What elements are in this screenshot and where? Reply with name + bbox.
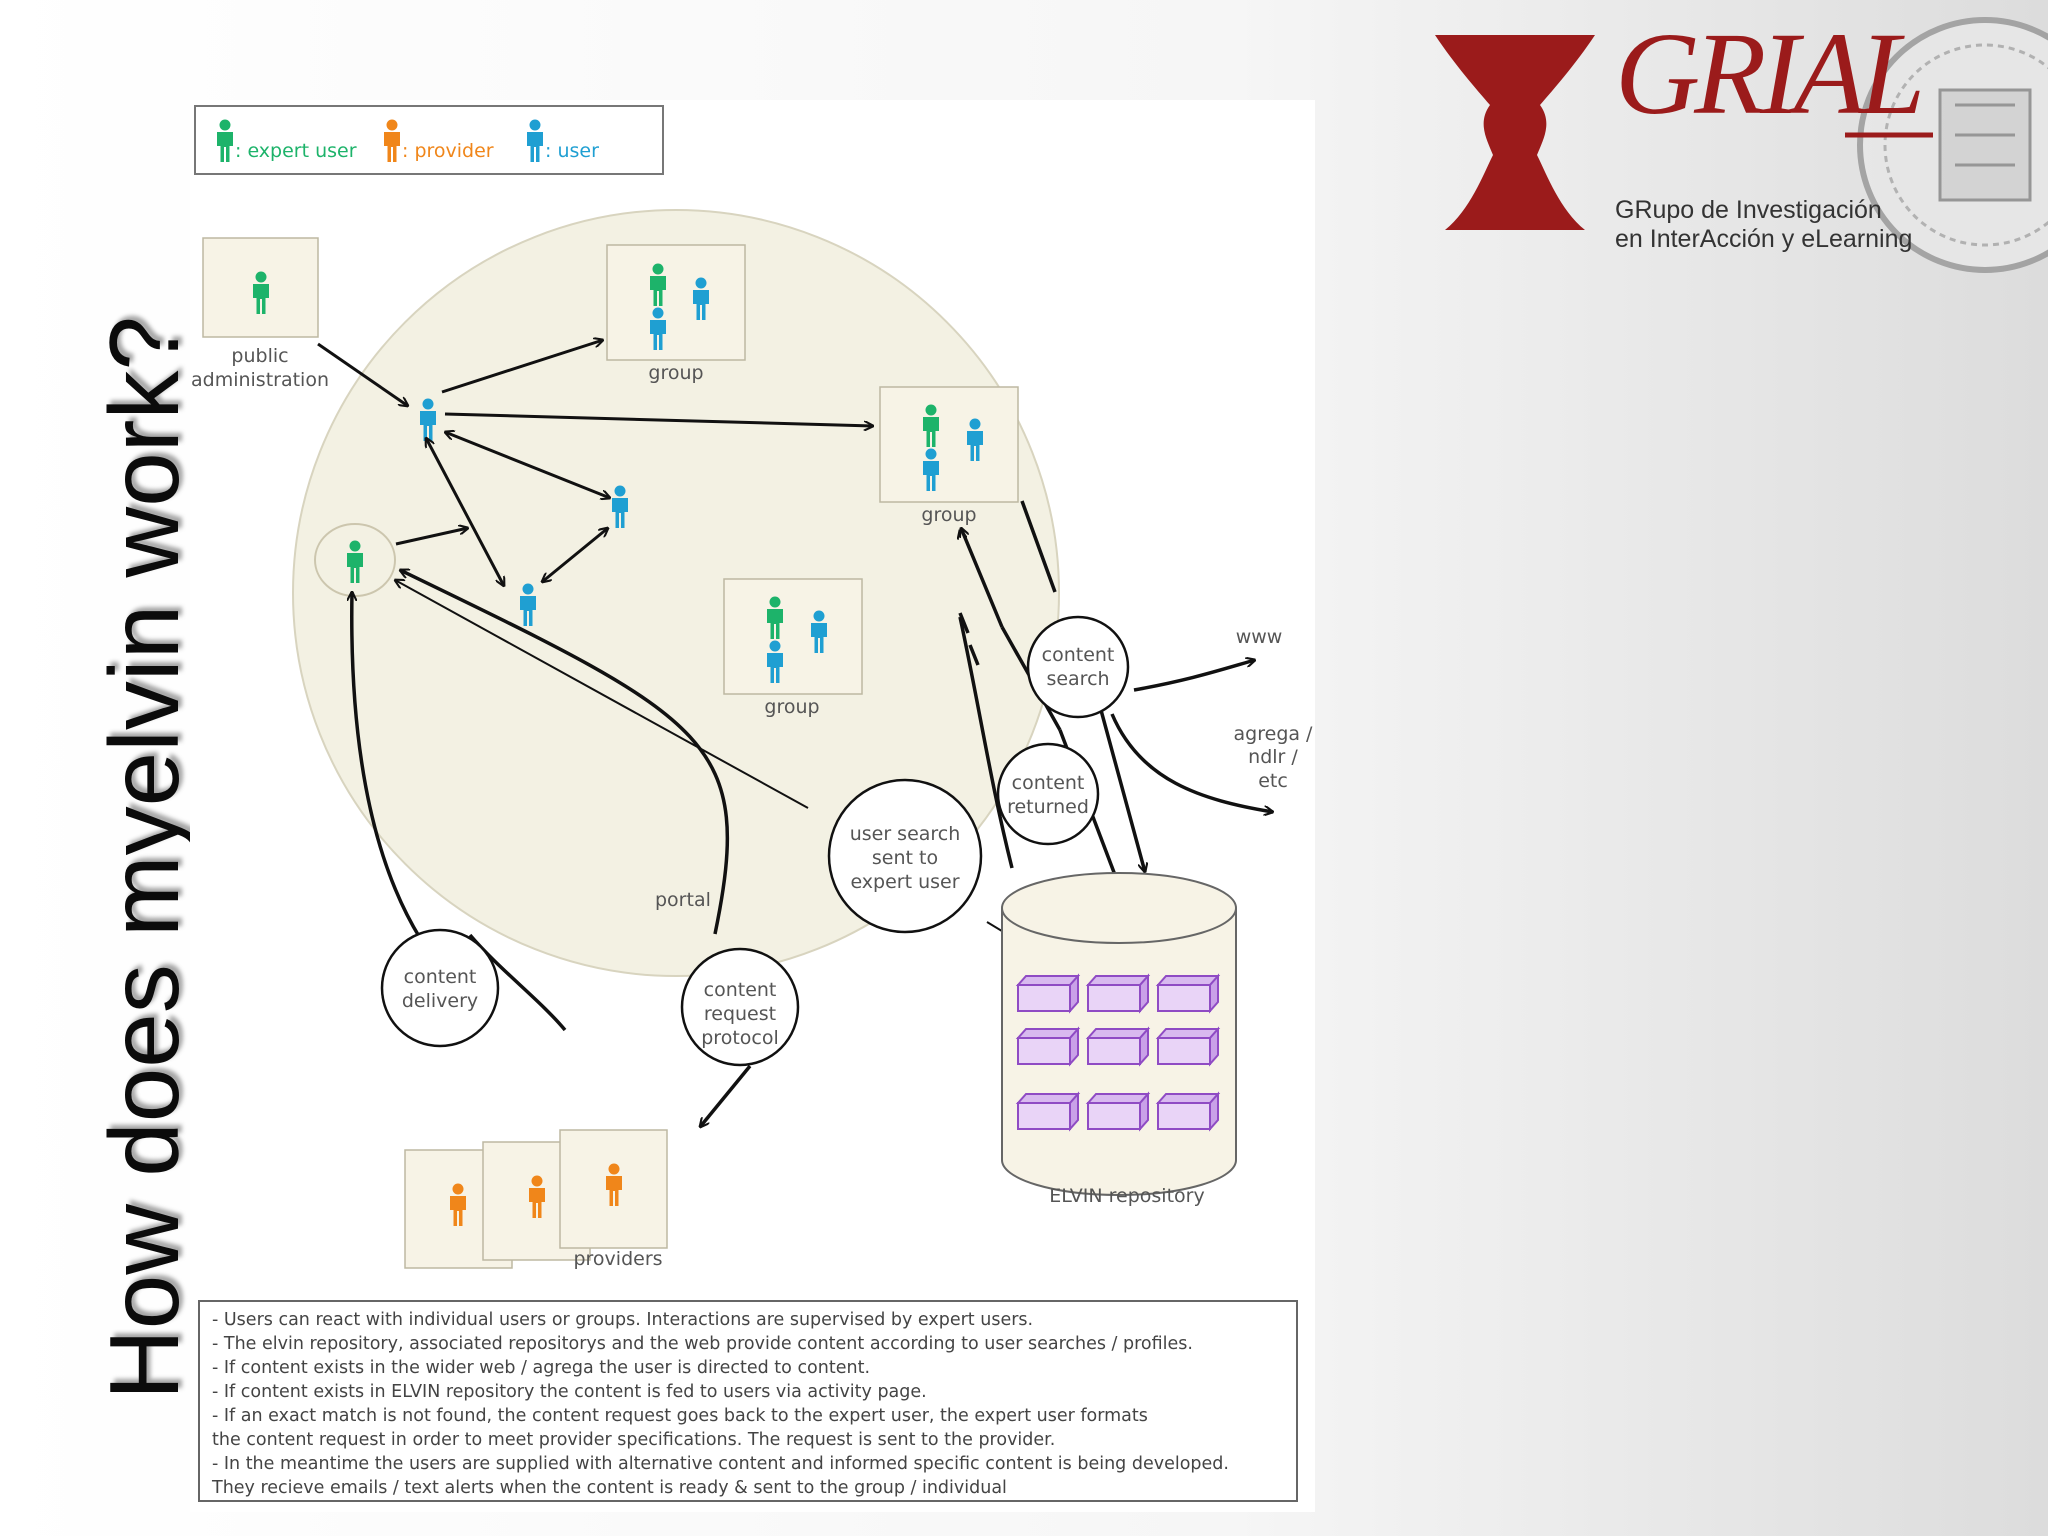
group-box-2 <box>879 386 1019 503</box>
portal-circle <box>292 209 1060 977</box>
repo-block <box>1017 1028 1079 1065</box>
content-delivery-label-2: delivery <box>402 990 478 1012</box>
public-admin-label-1: public <box>231 345 288 367</box>
logo-graphic <box>1435 17 2048 273</box>
note-line: - If an exact match is not found, the co… <box>212 1406 1148 1426</box>
public-admin-label-2: administration <box>191 369 329 391</box>
agrega-label-1: agrega / <box>1234 723 1314 745</box>
group-box-3 <box>723 578 863 695</box>
group-label-2: group <box>921 504 976 526</box>
content-search-bubble <box>1026 615 1130 719</box>
content-returned-label-1: content <box>1012 772 1085 794</box>
note-line: the content request in order to meet pro… <box>212 1430 1056 1450</box>
flow-arrows <box>352 568 1014 1127</box>
slide-title: How does myelvin work? <box>89 316 199 1400</box>
providers-label: providers <box>573 1248 662 1270</box>
grial-logo: GRIAL GRupo de Investigación en InterAcc… <box>1425 5 2048 285</box>
user-search-bubble <box>827 778 983 934</box>
note-line: - Users can react with individual users … <box>212 1310 1034 1330</box>
legend-expert-label: : expert user <box>235 140 357 162</box>
legend-user-label: : user <box>545 140 599 162</box>
content-returned-label-2: returned <box>1007 796 1089 818</box>
logo-subtitle-2: en InterAcción y eLearning <box>1615 225 1913 253</box>
group-label-3: group <box>764 696 819 718</box>
repo-block <box>1087 975 1149 1012</box>
portal-arrows <box>317 340 873 586</box>
content-delivery-label-1: content <box>404 966 477 988</box>
user-search-label-3: expert user <box>850 871 959 893</box>
content-search-label-2: search <box>1046 668 1109 690</box>
repo-block <box>1157 975 1219 1012</box>
repo-block <box>1157 1093 1219 1130</box>
agrega-label-2: ndlr / <box>1248 746 1298 768</box>
logo-subtitle-1: GRupo de Investigación <box>1615 196 1882 224</box>
user-search-label-2: sent to <box>872 847 938 869</box>
repo-block <box>1017 975 1079 1012</box>
legend-provider-label: : provider <box>402 140 494 162</box>
note-line: - If content exists in the wider web / a… <box>212 1358 871 1378</box>
group-label-1: group <box>648 362 703 384</box>
portal-label: portal <box>655 889 711 911</box>
elvin-repository <box>1001 872 1237 1196</box>
logo-letters: GRIAL <box>1615 8 1925 139</box>
content-request-label-3: protocol <box>701 1027 779 1049</box>
www-label: www <box>1236 626 1283 648</box>
note-line: They recieve emails / text alerts when t… <box>212 1478 1007 1498</box>
legend-box <box>194 105 664 175</box>
user-search-label-1: user search <box>850 823 961 845</box>
content-request-label-1: content <box>704 979 777 1001</box>
university-seal-icon <box>1857 17 2048 273</box>
content-returned-bubble <box>996 742 1100 846</box>
diagram-panel: : expert user : provider : user portal p… <box>190 100 1315 1512</box>
note-line: - The elvin repository, associated repos… <box>212 1334 1193 1354</box>
agrega-label-3: etc <box>1258 770 1288 792</box>
repo-block <box>1087 1093 1149 1130</box>
repo-block <box>1087 1028 1149 1065</box>
content-delivery-bubble <box>380 928 500 1048</box>
content-search-label-1: content <box>1042 644 1115 666</box>
repo-block <box>1017 1093 1079 1130</box>
repository-label: ELVIN repository <box>1049 1185 1204 1207</box>
group-box-1 <box>606 244 746 361</box>
note-line: - In the meantime the users are supplied… <box>212 1454 1229 1474</box>
content-request-bubble <box>680 947 800 1067</box>
diagram: : expert user : provider : user portal p… <box>191 105 1314 1270</box>
notes-box: - Users can react with individual users … <box>198 1300 1298 1502</box>
vase-faces-icon <box>1435 35 1595 230</box>
content-request-label-2: request <box>704 1003 776 1025</box>
repo-block <box>1157 1028 1219 1065</box>
note-line: - If content exists in ELVIN repository … <box>212 1382 927 1402</box>
